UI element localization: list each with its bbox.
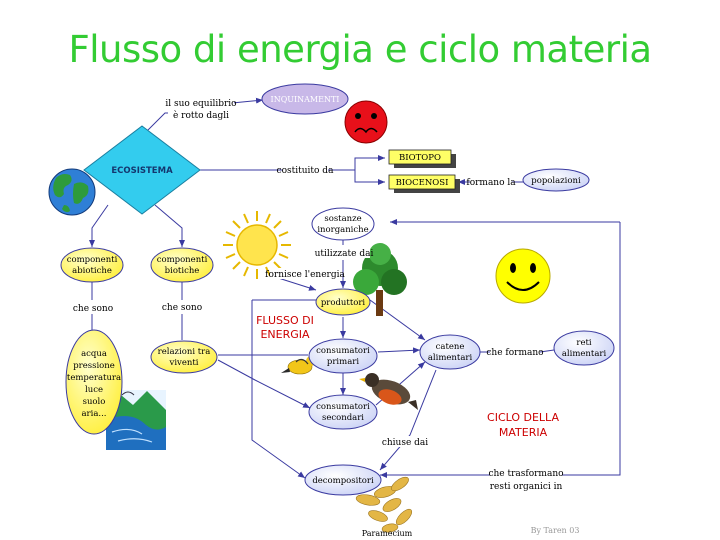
label-fornisce-energia: fornisce l'energia (265, 270, 345, 280)
label-trasformano-2: resti organici in (490, 482, 563, 492)
node-componenti-biotiche: componenti biotiche (150, 247, 214, 283)
node-sostanze-inorganiche: sostanze inorganiche (311, 207, 375, 241)
svg-text:INQUINAMENTI: INQUINAMENTI (271, 95, 340, 104)
svg-text:consumatori: consumatori (316, 402, 370, 412)
svg-text:componenti: componenti (67, 255, 118, 265)
node-componenti-abiotiche: componenti abiotiche (60, 247, 124, 283)
paramecium-icon (355, 476, 413, 533)
svg-text:luce: luce (85, 385, 103, 395)
svg-text:produttori: produttori (321, 298, 366, 308)
node-inquinamenti: INQUINAMENTI (261, 83, 349, 115)
node-biocenosi: BIOCENOSI (388, 174, 460, 193)
svg-text:popolazioni: popolazioni (531, 176, 581, 186)
edges (89, 97, 621, 479)
label-equilibrio-1: il suo equilibrio (165, 99, 236, 109)
tree-icon (353, 243, 407, 316)
svg-text:consumatori: consumatori (316, 346, 370, 356)
edge-labels: il suo equilibrio è rotto dagli costitui… (72, 96, 579, 538)
label-che-formano: che formano (486, 348, 543, 358)
label-chiuse-dai: chiuse dai (382, 438, 428, 448)
svg-text:decompositori: decompositori (312, 476, 374, 486)
page-title: Flusso di energia e ciclo materia (68, 28, 652, 71)
label-flusso-energia-1: FLUSSO DI (256, 314, 314, 327)
node-catene-alimentari: catene alimentari (419, 334, 481, 370)
label-ciclo-materia-2: MATERIA (499, 426, 548, 439)
svg-text:viventi: viventi (169, 358, 199, 368)
label-che-sono-abiotiche: che sono (73, 304, 113, 314)
node-reti-alimentari: reti alimentari (553, 330, 615, 366)
svg-text:acqua: acqua (81, 349, 107, 359)
svg-text:suolo: suolo (83, 397, 106, 407)
robin-bird-icon (359, 373, 418, 410)
river-landscape-icon (106, 390, 166, 450)
label-equilibrio-2: è rotto dagli (173, 110, 229, 121)
svg-text:catene: catene (436, 342, 465, 352)
credit-text: By Taren 03 (531, 526, 580, 535)
svg-text:primari: primari (327, 357, 359, 367)
node-produttori: produttori (315, 288, 371, 316)
label-utilizzate-dai: utilizzate dai (315, 249, 374, 259)
node-decompositori: decompositori (304, 464, 382, 496)
label-trasformano-1: che trasformano (488, 469, 563, 479)
label-formano-la: formano la (466, 178, 516, 188)
svg-text:alimentari: alimentari (562, 349, 607, 359)
svg-text:alimentari: alimentari (428, 353, 473, 363)
svg-text:componenti: componenti (157, 255, 208, 265)
svg-text:BIOCENOSI: BIOCENOSI (396, 178, 449, 188)
svg-text:biotiche: biotiche (165, 266, 200, 276)
sun-icon (223, 211, 291, 279)
label-flusso-energia-2: ENERGIA (260, 328, 310, 341)
label-costituito-da: costituito da (277, 166, 335, 176)
node-fattori-abiotici: acqua pressione temperatura luce suolo a… (65, 329, 123, 435)
svg-text:pressione: pressione (73, 361, 115, 371)
svg-text:secondari: secondari (322, 413, 364, 423)
svg-text:sostanze: sostanze (324, 214, 361, 224)
node-consumatori-secondari: consumatori secondari (308, 394, 378, 430)
earth-globe-icon (48, 168, 96, 216)
smiley-face-icon (495, 248, 551, 304)
sad-face-icon (344, 100, 388, 144)
svg-text:ECOSISTEMA: ECOSISTEMA (111, 166, 173, 176)
node-biotopo: BIOTOPO (388, 149, 456, 168)
node-popolazioni: popolazioni (522, 168, 590, 192)
label-ciclo-materia-1: CICLO DELLA (487, 411, 559, 424)
svg-text:relazioni tra: relazioni tra (158, 347, 211, 357)
svg-text:reti: reti (576, 338, 592, 348)
svg-text:inorganiche: inorganiche (317, 225, 368, 235)
node-consumatori-primari: consumatori primari (308, 338, 378, 374)
svg-text:temperatura: temperatura (67, 373, 121, 383)
label-paramecium: Paramecium (362, 529, 413, 538)
svg-text:abiotiche: abiotiche (72, 266, 112, 276)
node-ecosistema: ECOSISTEMA (83, 125, 201, 215)
node-relazioni-tra-viventi: relazioni tra viventi (150, 340, 218, 374)
label-che-sono-biotiche: che sono (162, 303, 202, 313)
svg-text:aria...: aria... (81, 409, 106, 419)
svg-text:BIOTOPO: BIOTOPO (399, 153, 441, 163)
